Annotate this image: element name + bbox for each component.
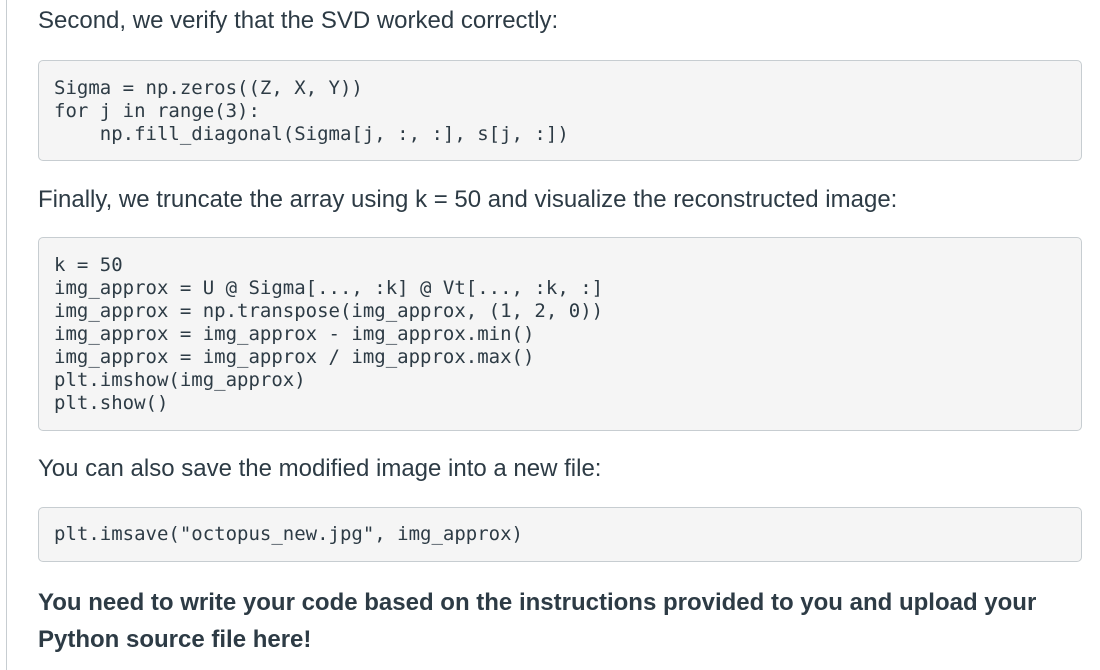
code-line: img_approx = img_approx / img_approx.max…	[54, 346, 535, 368]
code-line: plt.show()	[54, 392, 169, 414]
content-left-border	[6, 0, 7, 670]
truncate-paragraph: Finally, we truncate the array using k =…	[38, 186, 898, 213]
code-line: img_approx = img_approx - img_approx.min…	[54, 323, 535, 345]
code-block-truncate: k = 50 img_approx = U @ Sigma[..., :k] @…	[38, 237, 1082, 431]
code-line: k = 50	[54, 254, 123, 276]
save-paragraph: You can also save the modified image int…	[38, 455, 602, 482]
code-line: for j in range(3):	[54, 100, 260, 122]
code-line: img_approx = U @ Sigma[..., :k] @ Vt[...…	[54, 277, 604, 299]
code-line: plt.imsave("octopus_new.jpg", img_approx…	[54, 523, 523, 545]
code-block-verify-svd: Sigma = np.zeros((Z, X, Y)) for j in ran…	[38, 60, 1082, 161]
code-block-save: plt.imsave("octopus_new.jpg", img_approx…	[38, 507, 1082, 562]
instructions-paragraph: You need to write your code based on the…	[38, 589, 1037, 653]
code-line: Sigma = np.zeros((Z, X, Y))	[54, 77, 363, 99]
code-line: plt.imshow(img_approx)	[54, 369, 306, 391]
code-line: img_approx = np.transpose(img_approx, (1…	[54, 300, 604, 322]
verify-paragraph: Second, we verify that the SVD worked co…	[38, 7, 559, 34]
code-line: np.fill_diagonal(Sigma[j, :, :], s[j, :]…	[54, 123, 569, 145]
